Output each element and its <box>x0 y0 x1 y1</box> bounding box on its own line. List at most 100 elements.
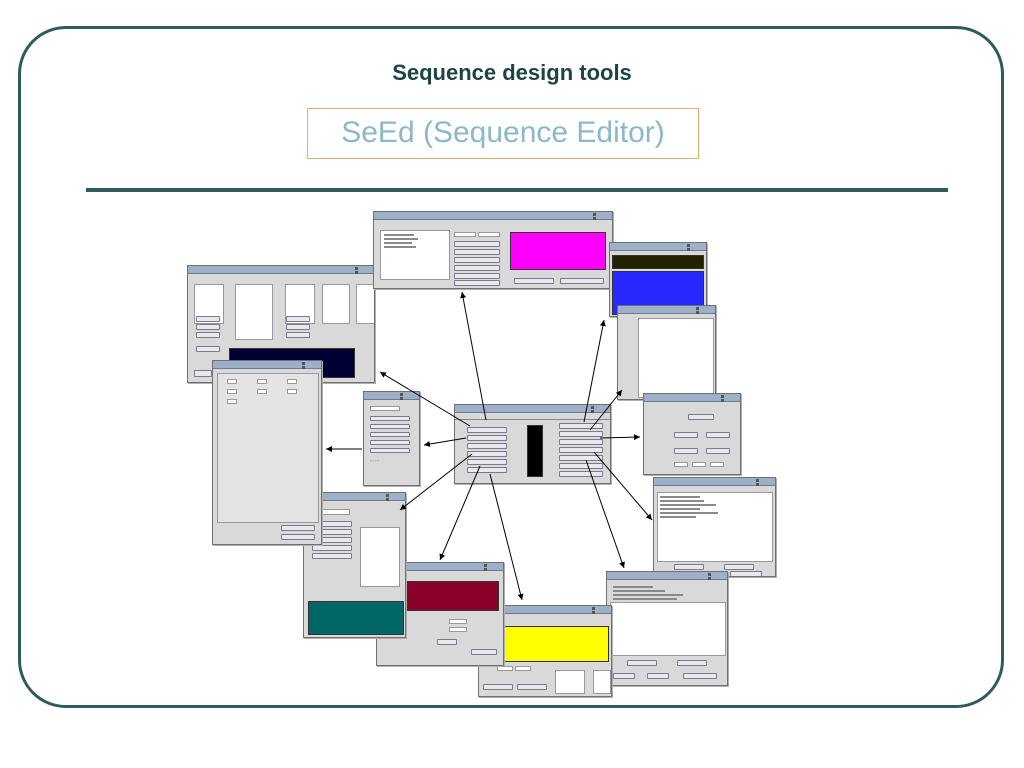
show-all-button[interactable] <box>674 564 704 570</box>
tool-button-1[interactable] <box>467 427 507 433</box>
end-field[interactable] <box>478 232 500 237</box>
tool-button-9[interactable] <box>559 439 603 445</box>
insert-button[interactable] <box>454 241 500 247</box>
constraints-pane[interactable] <box>657 492 773 562</box>
clear-button[interactable] <box>688 414 714 420</box>
option-button[interactable] <box>370 440 410 445</box>
tool-button-13[interactable] <box>559 471 603 477</box>
rename-button[interactable] <box>286 324 310 330</box>
option-button[interactable] <box>370 432 410 437</box>
gc-map-window[interactable]: ▫ ▫ ▫ ▫ <box>363 391 420 486</box>
show-all-button[interactable] <box>706 432 730 438</box>
field[interactable] <box>287 389 297 394</box>
list-pane[interactable] <box>356 284 374 324</box>
tool-button-6[interactable] <box>467 467 507 473</box>
title-bar[interactable] <box>188 266 374 274</box>
list-pane[interactable] <box>610 602 726 656</box>
list-pane[interactable] <box>322 284 350 324</box>
option-button[interactable] <box>370 448 410 453</box>
title-bar[interactable] <box>364 392 419 400</box>
add-button[interactable] <box>196 346 220 352</box>
list-pane[interactable] <box>555 670 585 694</box>
apply-button[interactable] <box>471 649 497 655</box>
tool-button-12[interactable] <box>559 463 603 469</box>
sequence-variation-window[interactable] <box>643 393 741 475</box>
field[interactable] <box>710 462 724 467</box>
calculate-button[interactable] <box>437 639 457 645</box>
field[interactable] <box>449 627 467 632</box>
field[interactable] <box>227 399 237 404</box>
show-unique-button[interactable] <box>706 448 730 454</box>
title-bar[interactable] <box>479 606 611 614</box>
sequence-pane[interactable] <box>638 318 714 398</box>
export-button[interactable] <box>286 332 310 338</box>
start-field[interactable] <box>454 232 476 237</box>
tool-button-7[interactable] <box>559 423 603 429</box>
open-button[interactable] <box>194 370 212 377</box>
title-bar[interactable] <box>455 405 610 413</box>
show-button[interactable] <box>677 660 707 666</box>
optimization-window[interactable] <box>303 492 406 638</box>
title-bar[interactable] <box>213 361 321 369</box>
title-bar[interactable] <box>304 493 405 501</box>
suggest-all-button[interactable] <box>454 265 500 271</box>
tool-button-11[interactable] <box>559 455 603 461</box>
go-to-button[interactable] <box>613 673 635 679</box>
rename-button[interactable] <box>196 324 220 330</box>
import-range-locks-button[interactable] <box>560 278 604 284</box>
lock-all-button[interactable] <box>454 273 500 279</box>
show-all-button[interactable] <box>627 660 657 666</box>
list-pane[interactable] <box>593 670 611 694</box>
field[interactable] <box>515 666 531 671</box>
field[interactable] <box>227 389 237 394</box>
tool-button-10[interactable] <box>559 447 603 453</box>
apply-button[interactable] <box>281 525 315 531</box>
export-button[interactable] <box>196 332 220 338</box>
nucleotide-table-window[interactable] <box>212 360 322 545</box>
show-button[interactable] <box>674 448 698 454</box>
title-bar[interactable] <box>610 243 706 251</box>
import-button[interactable] <box>196 316 220 322</box>
base-sequence-window[interactable] <box>617 305 716 400</box>
tool-button-5[interactable] <box>467 459 507 465</box>
remove-button[interactable] <box>454 249 500 255</box>
list-pane[interactable] <box>235 284 273 340</box>
tool-button-8[interactable] <box>559 431 603 437</box>
title-bar[interactable] <box>377 563 503 571</box>
field[interactable] <box>497 666 513 671</box>
make-constraint-button[interactable] <box>683 673 717 679</box>
field[interactable] <box>227 379 237 384</box>
field[interactable] <box>449 619 467 624</box>
score-all-button[interactable] <box>312 545 352 551</box>
tool-button-3[interactable] <box>467 443 507 449</box>
title-bar[interactable] <box>618 306 715 314</box>
delete-button[interactable] <box>647 673 669 679</box>
create-button[interactable] <box>483 684 513 690</box>
title-bar[interactable] <box>654 478 775 486</box>
option-button[interactable] <box>370 416 410 421</box>
title-bar[interactable] <box>607 572 727 580</box>
show-button[interactable] <box>724 564 754 570</box>
remove-all-button[interactable] <box>454 280 500 286</box>
table-pane[interactable] <box>217 373 319 523</box>
suggest-button[interactable] <box>454 257 500 263</box>
title-bar[interactable] <box>644 394 740 402</box>
calculate-button[interactable] <box>312 553 352 559</box>
field[interactable] <box>674 462 688 467</box>
lock-map-window[interactable] <box>373 211 613 289</box>
field[interactable] <box>257 389 267 394</box>
show-region-button[interactable] <box>674 432 698 438</box>
constraints-window[interactable] <box>653 477 776 577</box>
reload-button[interactable] <box>517 684 547 690</box>
field[interactable] <box>692 462 706 467</box>
field[interactable] <box>257 379 267 384</box>
tool-button-4[interactable] <box>467 451 507 457</box>
select-field[interactable] <box>370 406 400 411</box>
tool-button-2[interactable] <box>467 435 507 441</box>
import-button[interactable] <box>286 316 310 322</box>
title-bar[interactable] <box>374 212 612 220</box>
sequence-list-window[interactable] <box>606 571 728 686</box>
field[interactable] <box>287 379 297 384</box>
option-button[interactable] <box>370 424 410 429</box>
make-preference-button[interactable] <box>730 571 762 576</box>
